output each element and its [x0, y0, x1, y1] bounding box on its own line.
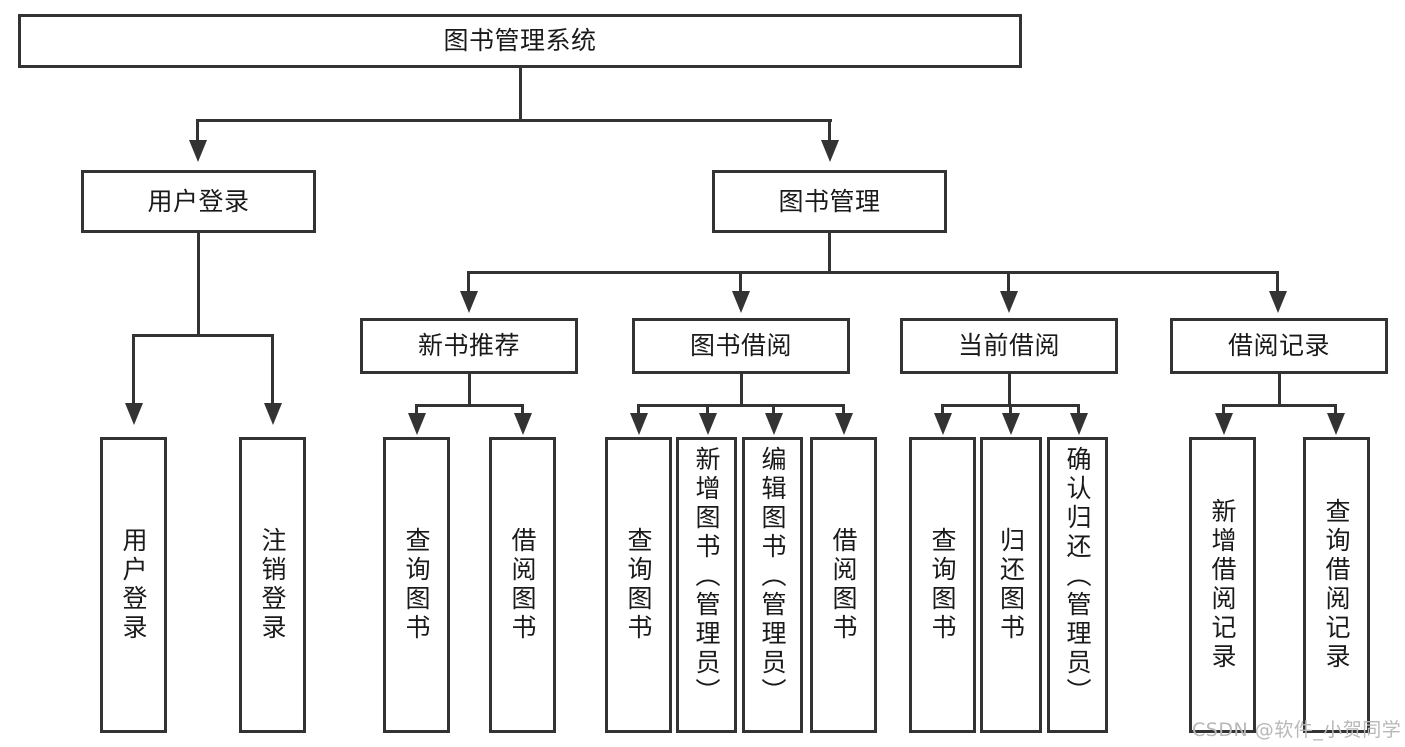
arrow-to-leaf-borrow-book-1	[514, 413, 532, 435]
node-leaf-add-record-label: 新增借阅记录	[1208, 498, 1237, 672]
connector-cb-stem	[1008, 374, 1011, 406]
node-user-login[interactable]: 用户登录	[81, 170, 316, 233]
node-leaf-user-login[interactable]: 用户登录	[100, 437, 167, 733]
connector-root-drop-right	[828, 119, 831, 144]
node-leaf-return-book-label: 归还图书	[996, 527, 1026, 643]
arrow-to-book-borrow	[732, 291, 750, 313]
node-leaf-add-book-label: 新增图书（管理员）	[692, 446, 721, 707]
connector-user-login-drop-2	[271, 334, 274, 406]
arrow-to-leaf-add-record	[1215, 413, 1233, 435]
connector-bb-drop-3	[772, 404, 775, 416]
arrow-to-user-login	[189, 140, 207, 162]
arrow-to-leaf-return-book	[1002, 413, 1020, 435]
node-leaf-return-book[interactable]: 归还图书	[980, 437, 1042, 733]
node-leaf-confirm-return-label: 确认归还（管理员）	[1063, 446, 1092, 707]
node-leaf-logout-login-label: 注销登录	[258, 527, 287, 643]
node-leaf-add-book[interactable]: 新增图书（管理员）	[676, 437, 737, 733]
node-leaf-query-book-3-label: 查询图书	[928, 527, 957, 643]
node-borrow-record-label: 借阅记录	[1227, 331, 1330, 361]
arrow-to-book-management	[821, 140, 839, 162]
connector-user-login-stem	[197, 233, 200, 335]
connector-user-login-drop-1	[132, 334, 135, 406]
node-leaf-query-record-label: 查询借阅记录	[1322, 498, 1351, 672]
connector-bb-drop-1	[637, 404, 640, 416]
node-leaf-borrow-book-1-label: 借阅图书	[508, 527, 537, 643]
arrow-to-new-book-recommend	[460, 291, 478, 313]
connector-book-management-bus	[467, 271, 1279, 274]
connector-br-bus	[1222, 404, 1337, 407]
node-book-borrow[interactable]: 图书借阅	[632, 318, 850, 374]
node-leaf-query-book-2[interactable]: 查询图书	[605, 437, 672, 733]
connector-book-management-stem	[828, 233, 831, 273]
connector-root-stem	[519, 68, 522, 120]
connector-bb-drop-4	[842, 404, 845, 416]
connector-bb-stem	[740, 374, 743, 406]
node-leaf-edit-book-label: 编辑图书（管理员）	[758, 446, 787, 707]
arrow-to-leaf-borrow-book-2	[835, 413, 853, 435]
node-leaf-query-book-1[interactable]: 查询图书	[383, 437, 450, 733]
connector-bm-drop-3	[1007, 271, 1010, 293]
arrow-to-leaf-query-record	[1327, 413, 1345, 435]
node-leaf-borrow-book-1[interactable]: 借阅图书	[489, 437, 556, 733]
connector-cb-drop-2	[1009, 404, 1012, 416]
node-new-book-recommend[interactable]: 新书推荐	[360, 318, 578, 374]
connector-bm-drop-1	[467, 271, 470, 293]
arrow-to-leaf-logout-login	[264, 403, 282, 425]
connector-user-login-bus	[132, 334, 274, 337]
node-leaf-edit-book[interactable]: 编辑图书（管理员）	[742, 437, 803, 733]
connector-nbr-drop-1	[415, 404, 418, 416]
node-leaf-user-login-label: 用户登录	[119, 527, 148, 643]
connector-bb-bus	[637, 404, 845, 407]
connector-bm-drop-4	[1276, 271, 1279, 293]
node-leaf-add-record[interactable]: 新增借阅记录	[1189, 437, 1256, 733]
arrow-to-leaf-confirm-return	[1070, 413, 1088, 435]
node-leaf-query-book-3[interactable]: 查询图书	[909, 437, 976, 733]
connector-nbr-stem	[468, 374, 471, 406]
arrow-to-leaf-query-book-1	[408, 413, 426, 435]
connector-br-drop-2	[1334, 404, 1337, 416]
node-root-label: 图书管理系统	[443, 26, 597, 56]
connector-bb-drop-2	[706, 404, 709, 416]
node-leaf-logout-login[interactable]: 注销登录	[239, 437, 306, 733]
node-leaf-borrow-book-2[interactable]: 借阅图书	[810, 437, 877, 733]
node-leaf-borrow-book-2-label: 借阅图书	[829, 527, 858, 643]
node-current-borrow[interactable]: 当前借阅	[900, 318, 1118, 374]
node-leaf-query-book-2-label: 查询图书	[624, 527, 653, 643]
arrow-to-leaf-query-book-2	[630, 413, 648, 435]
connector-root-bus	[196, 119, 832, 122]
node-new-book-recommend-label: 新书推荐	[417, 331, 520, 361]
node-borrow-record[interactable]: 借阅记录	[1170, 318, 1388, 374]
arrow-to-current-borrow	[1000, 291, 1018, 313]
connector-nbr-drop-2	[521, 404, 524, 416]
node-book-borrow-label: 图书借阅	[689, 331, 792, 361]
node-user-login-label: 用户登录	[147, 186, 250, 216]
node-root[interactable]: 图书管理系统	[18, 14, 1022, 68]
node-book-management[interactable]: 图书管理	[712, 170, 947, 233]
node-leaf-query-record[interactable]: 查询借阅记录	[1303, 437, 1370, 733]
connector-br-drop-1	[1222, 404, 1225, 416]
connector-cb-drop-1	[941, 404, 944, 416]
connector-root-drop-left	[196, 119, 199, 144]
node-current-borrow-label: 当前借阅	[957, 331, 1060, 361]
arrow-to-leaf-user-login	[125, 403, 143, 425]
node-book-management-label: 图书管理	[778, 186, 881, 216]
connector-bm-drop-2	[739, 271, 742, 293]
connector-nbr-bus	[415, 404, 524, 407]
connector-br-stem	[1278, 374, 1281, 406]
arrow-to-leaf-query-book-3	[934, 413, 952, 435]
arrow-to-leaf-edit-book	[765, 413, 783, 435]
arrow-to-leaf-add-book	[699, 413, 717, 435]
node-leaf-query-book-1-label: 查询图书	[402, 527, 431, 643]
connector-cb-drop-3	[1077, 404, 1080, 416]
node-leaf-confirm-return[interactable]: 确认归还（管理员）	[1047, 437, 1108, 733]
arrow-to-borrow-record	[1269, 291, 1287, 313]
